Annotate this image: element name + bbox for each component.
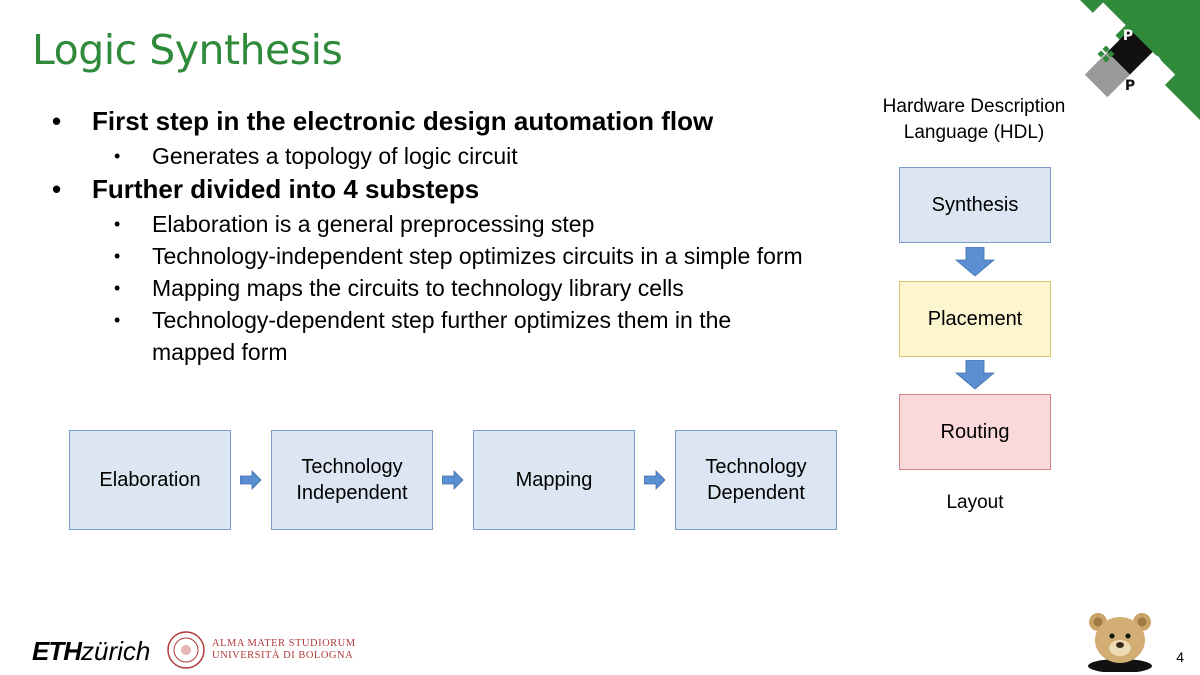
bullet-main: • Further divided into 4 substeps [52,172,872,206]
unibo-line1: ALMA MATER STUDIORUM [212,638,356,649]
down-arrow-icon [955,247,995,277]
flow-box-synthesis: Synthesis [899,167,1051,243]
eth-logo-rest: zürich [81,636,151,666]
flow-box-placement: Placement [899,281,1051,357]
flow-box-elaboration: Elaboration [69,430,231,530]
bullet-list: • First step in the electronic design au… [52,104,872,368]
bullet-sub: • Generates a topology of logic circuit [52,140,872,172]
bullet-main: • First step in the electronic design au… [52,104,872,138]
bullet-text: Technology-independent step optimizes ci… [152,243,803,269]
flow-box-routing: Routing [899,394,1051,470]
bullet-sub: • Mapping maps the circuits to technolog… [52,272,872,304]
bullet-text: Elaboration is a general preprocessing s… [152,211,595,237]
bullet-dot: • [52,174,62,204]
hdl-label: Hardware Description Language (HDL) [882,96,1066,143]
bullet-sub: • Technology-independent step optimizes … [52,240,872,272]
bullet-text: Technology-dependent step further optimi… [152,307,732,365]
flow-box-technology-dependent: Technology Dependent [675,430,837,530]
right-arrow-icon [644,470,666,490]
right-arrow-icon [442,470,464,490]
eth-zurich-logo: ETHzürich [32,636,150,666]
down-arrow-icon [955,360,995,390]
bullet-sub: • Elaboration is a general preprocessing… [52,208,872,240]
bullet-text: Further divided into 4 substeps [92,174,480,204]
bullet-dot: • [114,214,121,234]
bullet-text: Generates a topology of logic circuit [152,143,518,169]
right-arrow-icon [240,470,262,490]
bullet-text: Mapping maps the circuits to technology … [152,275,684,301]
bear-mascot-icon [1088,613,1152,672]
layout-label: Layout [946,492,1004,513]
bullet-sub: • Technology-dependent step further opti… [52,304,802,368]
bullet-dot: • [114,310,121,330]
svg-text:P: P [1123,28,1133,44]
bullet-dot: • [52,106,62,136]
flow-box-technology-independent: Technology Independent [271,430,433,530]
unibo-line2: UNIVERSITÀ DI BOLOGNA [212,650,354,661]
unibo-logo: ALMA MATER STUDIORUM UNIVERSITÀ DI BOLOG… [166,630,356,670]
slide-title: Logic Synthesis [32,26,343,74]
page-number: 4 [1176,649,1184,665]
bullet-dot: • [114,146,121,166]
svg-text:P: P [1125,78,1135,94]
bullet-dot: • [114,246,121,266]
unibo-seal-icon [167,631,205,669]
flow-box-mapping: Mapping [473,430,635,530]
pulp-logo: P P [1080,0,1200,120]
bullet-text: First step in the electronic design auto… [92,106,714,136]
eth-logo-bold: ETH [32,636,82,666]
bullet-dot: • [114,278,121,298]
